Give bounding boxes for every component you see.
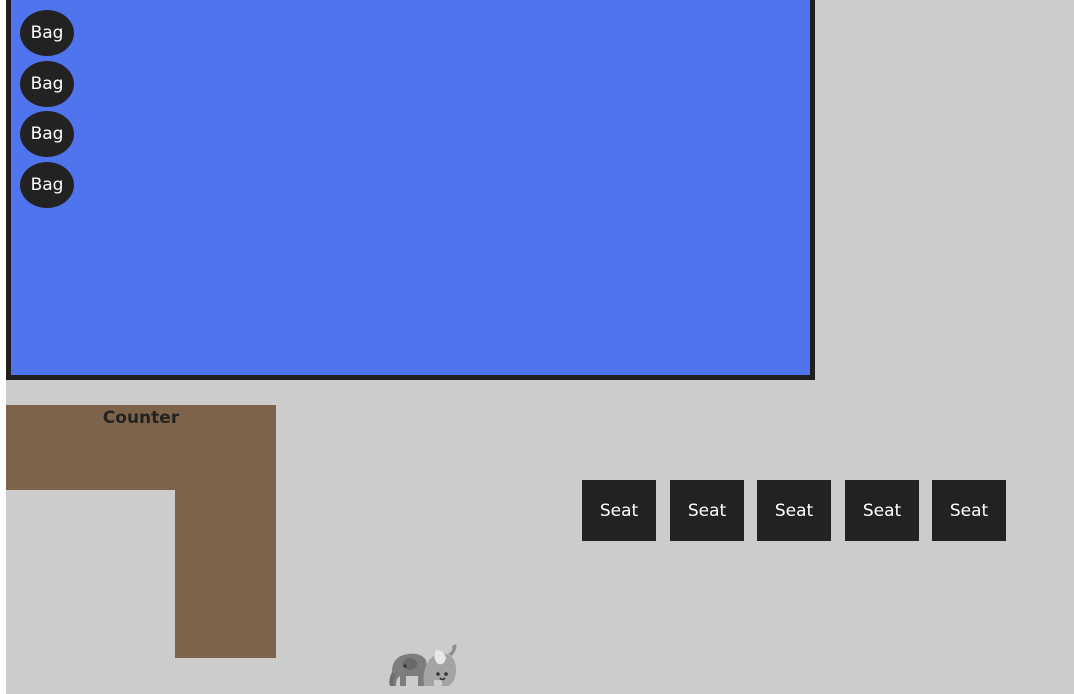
counter-top bbox=[6, 405, 276, 490]
bag[interactable]: Bag bbox=[20, 61, 74, 107]
seat[interactable]: Seat bbox=[932, 480, 1006, 541]
seat[interactable]: Seat bbox=[582, 480, 656, 541]
pool bbox=[6, 0, 815, 380]
elephant-icon[interactable] bbox=[388, 642, 460, 690]
bag[interactable]: Bag bbox=[20, 162, 74, 208]
seat[interactable]: Seat bbox=[845, 480, 919, 541]
bag[interactable]: Bag bbox=[20, 10, 74, 56]
seat[interactable]: Seat bbox=[757, 480, 831, 541]
seat[interactable]: Seat bbox=[670, 480, 744, 541]
counter-side bbox=[175, 490, 276, 658]
counter-label: Counter bbox=[102, 408, 180, 428]
bag[interactable]: Bag bbox=[20, 111, 74, 157]
